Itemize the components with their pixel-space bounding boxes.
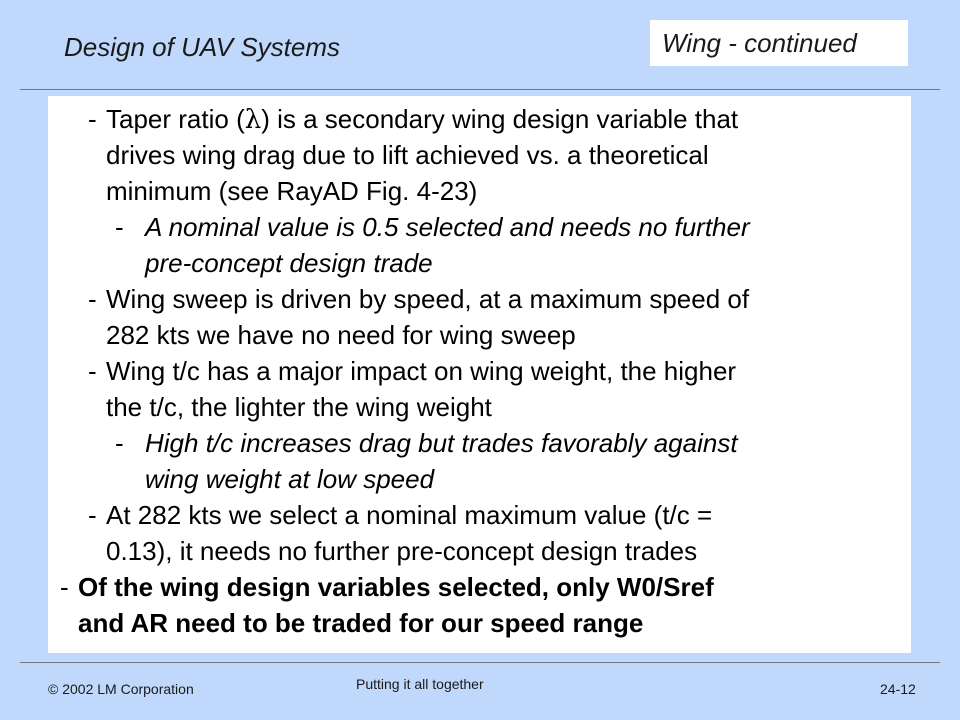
footer-divider	[20, 662, 940, 663]
bullet-dash: -	[88, 104, 97, 134]
header-divider	[20, 89, 940, 90]
slide-title-text: Wing - continued	[662, 28, 857, 58]
slide-content: - Taper ratio (λ) is a secondary wing de…	[48, 96, 911, 653]
footer-page-number: 24-12	[880, 681, 916, 697]
footer-copyright: © 2002 LM Corporation	[48, 681, 194, 697]
bullet-dash: -	[88, 356, 97, 386]
bullet-dash: -	[115, 212, 124, 242]
bullet-dash: -	[115, 428, 124, 458]
slide-title: Wing - continued	[650, 20, 908, 66]
lambda-symbol: λ	[244, 105, 262, 135]
bullet-dash: -	[60, 572, 69, 602]
footer-section-title: Putting it all together	[356, 676, 484, 692]
bullet-dash: -	[88, 284, 97, 314]
bullet-dash: -	[88, 500, 97, 530]
course-title: Design of UAV Systems	[64, 32, 340, 62]
